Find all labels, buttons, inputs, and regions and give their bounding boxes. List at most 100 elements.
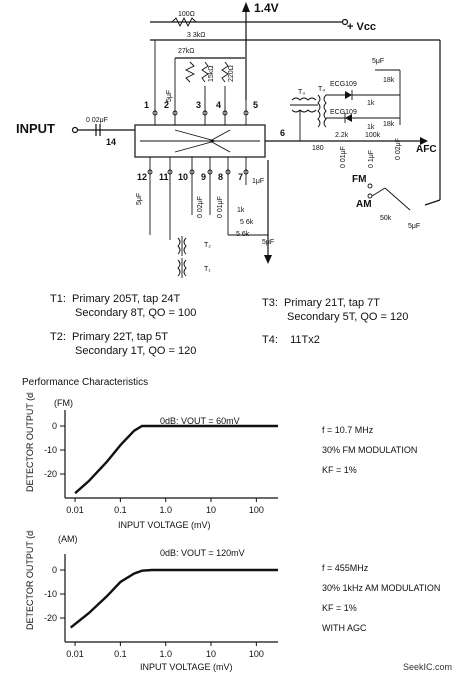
fm-x-tick-label: 1.0 bbox=[159, 505, 172, 515]
fm-y-axis-label: DETECTOR OUTPUT (dB) bbox=[25, 392, 35, 492]
transformer-t1-label: T₁ bbox=[204, 266, 211, 273]
transformer-t4-label: T₄ bbox=[318, 86, 325, 93]
am-x-tick-label: 1.0 bbox=[159, 649, 172, 659]
diode-ecg109-b-label: ECG109 bbox=[330, 109, 357, 116]
top-pins bbox=[152, 40, 249, 125]
resistor-3k3-label: 3 3kΩ bbox=[187, 32, 205, 39]
pin-5-label: 5 bbox=[253, 100, 258, 110]
am-y-tick-label: 0 bbox=[52, 565, 57, 575]
pin-3-label: 3 bbox=[196, 100, 201, 110]
resistor-2k2-label: 2.2k bbox=[335, 132, 349, 139]
am-annotation: 0dB: VOUT = 120mV bbox=[160, 548, 245, 558]
am-response-curve bbox=[69, 568, 278, 629]
transformer-t2-label: T₂ bbox=[204, 242, 211, 249]
note-t3-id: T3 bbox=[262, 297, 275, 309]
pin-9-label: 9 bbox=[201, 172, 206, 182]
pin-12-label: 12 bbox=[137, 172, 147, 182]
transformer-t2 bbox=[177, 236, 187, 256]
fm-x-tick-label: 0.01 bbox=[66, 505, 84, 515]
pin-14-label: 14 bbox=[106, 137, 116, 147]
fm-label: FM bbox=[352, 174, 366, 185]
right-rail-link bbox=[424, 199, 441, 206]
am-x-tick-label: 100 bbox=[249, 649, 264, 659]
performance-title: Performance Characteristics bbox=[22, 377, 149, 388]
diode-ecg109-a bbox=[326, 90, 400, 100]
diode-ecg109-b bbox=[326, 113, 400, 123]
note-t4-line1: 11Tx2 bbox=[290, 334, 320, 346]
capacitor-0u01-bottom-label: 0 01μF bbox=[217, 196, 224, 218]
am-y-tick-label: -20 bbox=[44, 613, 57, 623]
pin-11-label: 11 bbox=[159, 172, 169, 182]
pin-7-label: 7 bbox=[238, 172, 243, 182]
am-y-axis-label: DETECTOR OUTPUT (dB) bbox=[25, 530, 35, 630]
note-t2-id: T2 bbox=[50, 331, 63, 343]
resistor-15k bbox=[201, 61, 209, 83]
supply-arrow-icon bbox=[242, 2, 250, 12]
resistor-100 bbox=[171, 16, 197, 28]
resistor-5k6-b-label: 5 6k bbox=[236, 231, 250, 238]
am-condition-3: KF = 1% bbox=[322, 603, 357, 613]
note-t2-line2: Secondary 1T, QO = 120 bbox=[75, 345, 197, 357]
transformer-t4 bbox=[317, 94, 327, 128]
transformer-t3-label: T₃ bbox=[298, 89, 305, 96]
am-panel-label: (AM) bbox=[58, 534, 78, 544]
am-x-tick-label: 0.1 bbox=[114, 649, 127, 659]
resistor-100-label: 100Ω bbox=[178, 11, 195, 18]
pin-2-label: 2 bbox=[164, 100, 169, 110]
note-t3: T3: Primary 21T, tap 7T Secondary 5T, QO… bbox=[262, 297, 409, 323]
bottom-pins bbox=[147, 157, 249, 240]
capacitor-5u-label-e: 5μF bbox=[136, 193, 143, 205]
capacitor-0u1-label: 0 1μF bbox=[368, 150, 375, 168]
fm-x-tick-label: 10 bbox=[206, 505, 216, 515]
circuit-schematic: 1.4V + Vcc 100Ω 3 3kΩ 27kΩ 15kΩ 220Ω 5μF… bbox=[16, 1, 441, 278]
fm-x-tick-label: 100 bbox=[249, 505, 264, 515]
note-t4: T4: 11Tx2 bbox=[262, 334, 320, 346]
input-label: INPUT bbox=[16, 121, 55, 136]
am-y-tick-label: -10 bbox=[44, 589, 57, 599]
resistor-27k-label: 27kΩ bbox=[178, 48, 195, 55]
pin-4-label: 4 bbox=[216, 100, 221, 110]
resistor-220 bbox=[221, 61, 229, 83]
resistor-1k6-label: 1k bbox=[237, 207, 245, 214]
ic-amplifier-symbol bbox=[174, 129, 217, 153]
capacitor-5u-label-c: 5μF bbox=[408, 223, 420, 230]
ic-detector-symbol bbox=[209, 129, 231, 153]
note-t2: T2: Primary 22T, tap 5T Secondary 1T, QO… bbox=[50, 331, 197, 357]
fm-y-tick-label: 0 bbox=[52, 421, 57, 431]
note-t3-line2: Secondary 5T, QO = 120 bbox=[287, 311, 409, 323]
fm-y-tick-label: -10 bbox=[44, 445, 57, 455]
resistor-15k-label: 15kΩ bbox=[208, 65, 215, 82]
fm-condition-1: f = 10.7 MHz bbox=[322, 425, 374, 435]
fm-contact bbox=[367, 183, 373, 189]
transformer-t3 bbox=[290, 97, 318, 141]
capacitor-1u-label: 1μF bbox=[252, 178, 264, 185]
note-t4-id: T4 bbox=[262, 334, 275, 346]
fm-am-switch bbox=[371, 187, 386, 197]
fm-annotation: 0dB: VOUT = 60mV bbox=[160, 416, 240, 426]
am-x-tick-label: 10 bbox=[206, 649, 216, 659]
capacitor-0u01-label: 0 01μF bbox=[340, 146, 347, 168]
resistor-5k6-a-label: 5 6k bbox=[240, 219, 254, 226]
am-label: AM bbox=[356, 199, 372, 210]
pin-1-label: 1 bbox=[144, 100, 149, 110]
fm-x-tick-label: 0.1 bbox=[114, 505, 127, 515]
capacitor-0u02-bottom-label: 0 02μF bbox=[197, 196, 204, 218]
resistor-1k-a-label: 1k bbox=[367, 100, 375, 107]
am-x-tick-label: 0.01 bbox=[66, 649, 84, 659]
am-contact bbox=[367, 193, 373, 199]
pot-50k-label: 50k bbox=[380, 215, 392, 222]
am-condition-2: 30% 1kHz AM MODULATION bbox=[322, 583, 441, 593]
capacitor-5u-label-b: 5μF bbox=[372, 58, 384, 65]
am-chart: (AM) 0dB: VOUT = 120mV DETECTOR OUTPUT (… bbox=[25, 530, 278, 672]
am-condition-4: WITH AGC bbox=[322, 623, 367, 633]
resistor-100k-label: 100k bbox=[365, 132, 381, 139]
resistor-1k-b-label: 1k bbox=[367, 124, 375, 131]
note-t1-line1: Primary 205T, tap 24T bbox=[72, 293, 181, 305]
input-cap-label: 0 02μF bbox=[86, 117, 108, 124]
afc-label: AFC bbox=[416, 144, 437, 155]
resistor-18k-a-label: 18k bbox=[383, 77, 395, 84]
bottom-arrow-icon bbox=[264, 255, 272, 264]
switch-to-pot-wire bbox=[384, 187, 411, 211]
capacitor-5u-label-a: 5μF bbox=[166, 90, 173, 102]
input-terminal bbox=[71, 126, 79, 134]
